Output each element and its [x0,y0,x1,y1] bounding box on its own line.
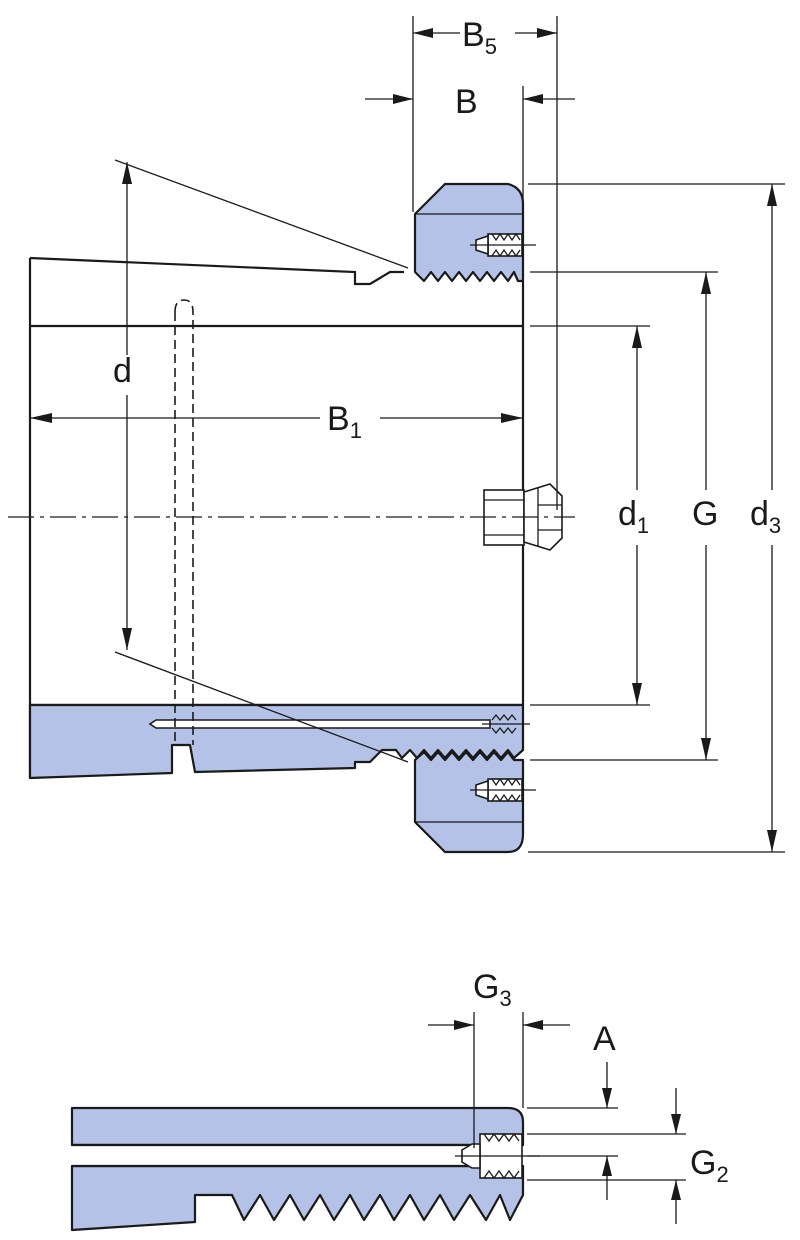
detail-view: G3 A G2 [70,968,729,1232]
nut-top-locking-screw [470,232,536,258]
sleeve-top-edge [29,256,404,286]
label-d: d [113,352,132,390]
nut-bottom-locking-screw [470,777,536,803]
label-g2: G2 [690,1144,729,1187]
nut-top-section [413,182,525,283]
label-a: A [593,1020,616,1058]
taper-line-bottom [114,651,409,763]
detail-plug [455,1132,540,1180]
label-d3: d3 [750,495,781,538]
label-d1: d1 [618,495,649,538]
nut-bottom-section [413,750,525,854]
label-g3: G3 [473,968,512,1011]
oil-channel-hidden [174,299,194,745]
sleeve-oil-plug [482,713,530,735]
sleeve-oil-groove [148,719,491,729]
label-b: B [455,83,478,121]
detail-upper-part [70,1106,525,1147]
detail-lower-part [70,1164,525,1232]
main-section-view [8,159,575,854]
dimensions-main: B5 B d B1 d1 G [30,16,785,853]
label-b5: B5 [462,16,497,59]
label-b1: B1 [327,400,362,443]
label-g: G [692,495,718,533]
taper-line-top [114,159,409,269]
